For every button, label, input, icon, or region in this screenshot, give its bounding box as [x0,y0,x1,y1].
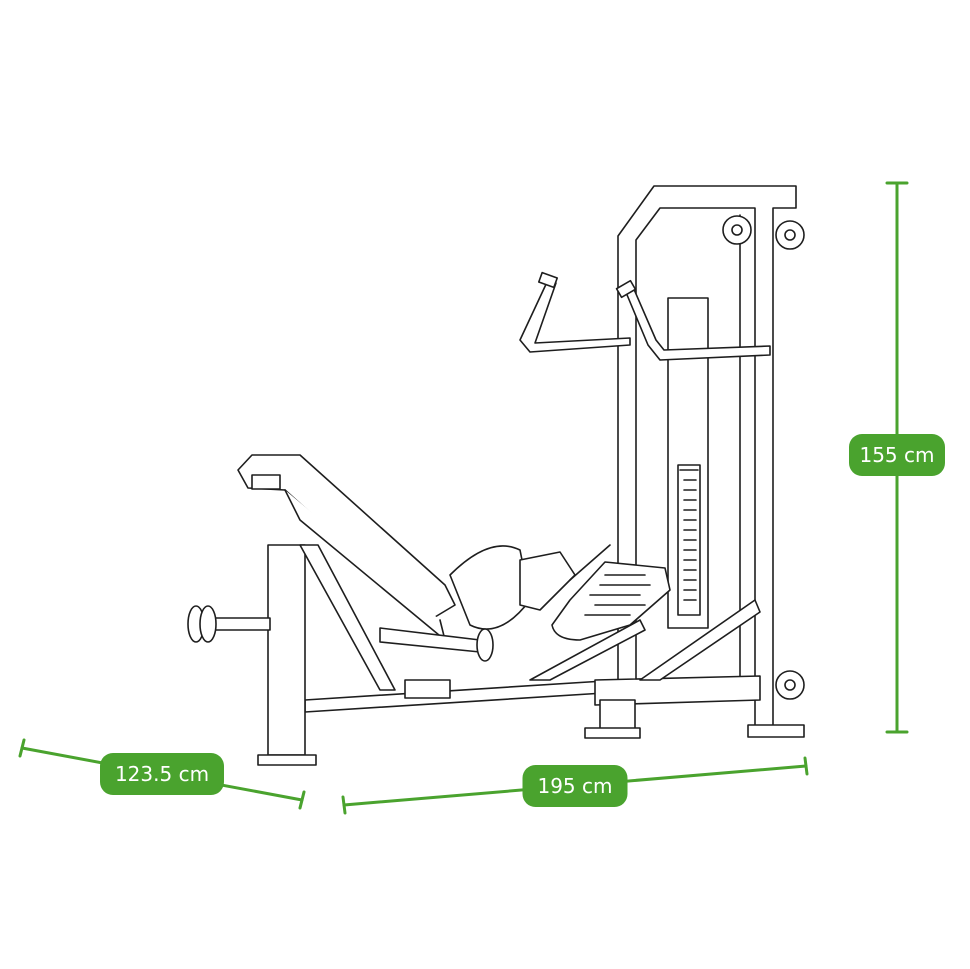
foot-plates [519,544,671,641]
base-frame [257,544,761,766]
weight-stack-tower [617,185,805,738]
depth-label: 123.5 cm [100,753,224,795]
height-label: 155 cm [849,434,945,476]
length-label: 195 cm [522,765,628,807]
back-pad [237,454,456,691]
weight-horn [187,605,494,662]
seat [449,545,531,630]
handles [519,271,771,361]
